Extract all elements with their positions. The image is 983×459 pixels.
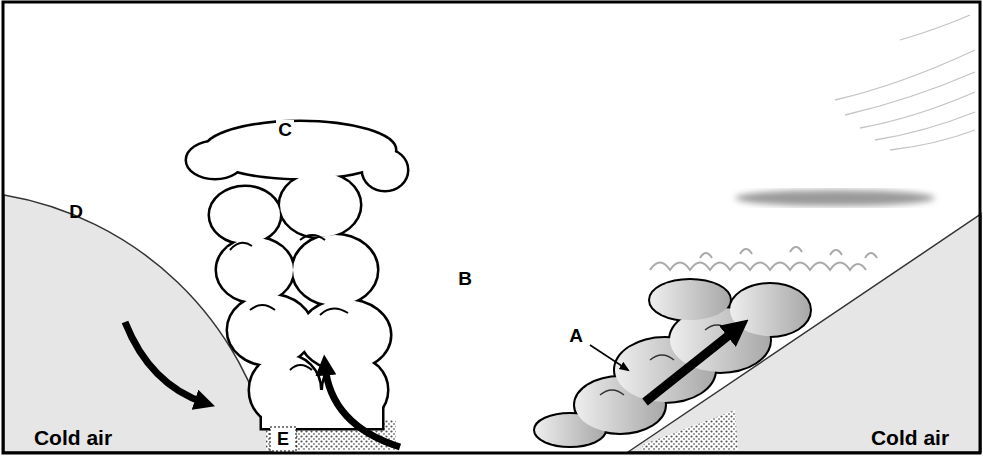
frontal-cloud	[535, 280, 810, 446]
callout-letter: B	[456, 269, 474, 290]
frame	[3, 2, 980, 453]
sinking-cold-air-arrow	[125, 322, 205, 403]
cold-air-wedge	[628, 214, 981, 452]
callout-letter: C	[276, 120, 294, 141]
callout-letter: D	[67, 202, 85, 223]
rising-air-arrow	[325, 365, 400, 447]
callout-letter: A	[567, 326, 585, 347]
stratus-wisps	[650, 247, 877, 270]
overrunning-air-arrow	[645, 328, 738, 402]
cirrus-streaks	[835, 15, 975, 150]
label-patch	[270, 427, 296, 451]
altostratus-band	[735, 190, 935, 206]
region-label: Cold air	[32, 426, 114, 449]
region-label: Cold air	[869, 426, 951, 449]
leader-line	[590, 345, 628, 370]
callout-letter: E	[275, 430, 291, 450]
cumulonimbus-cloud	[187, 122, 407, 428]
